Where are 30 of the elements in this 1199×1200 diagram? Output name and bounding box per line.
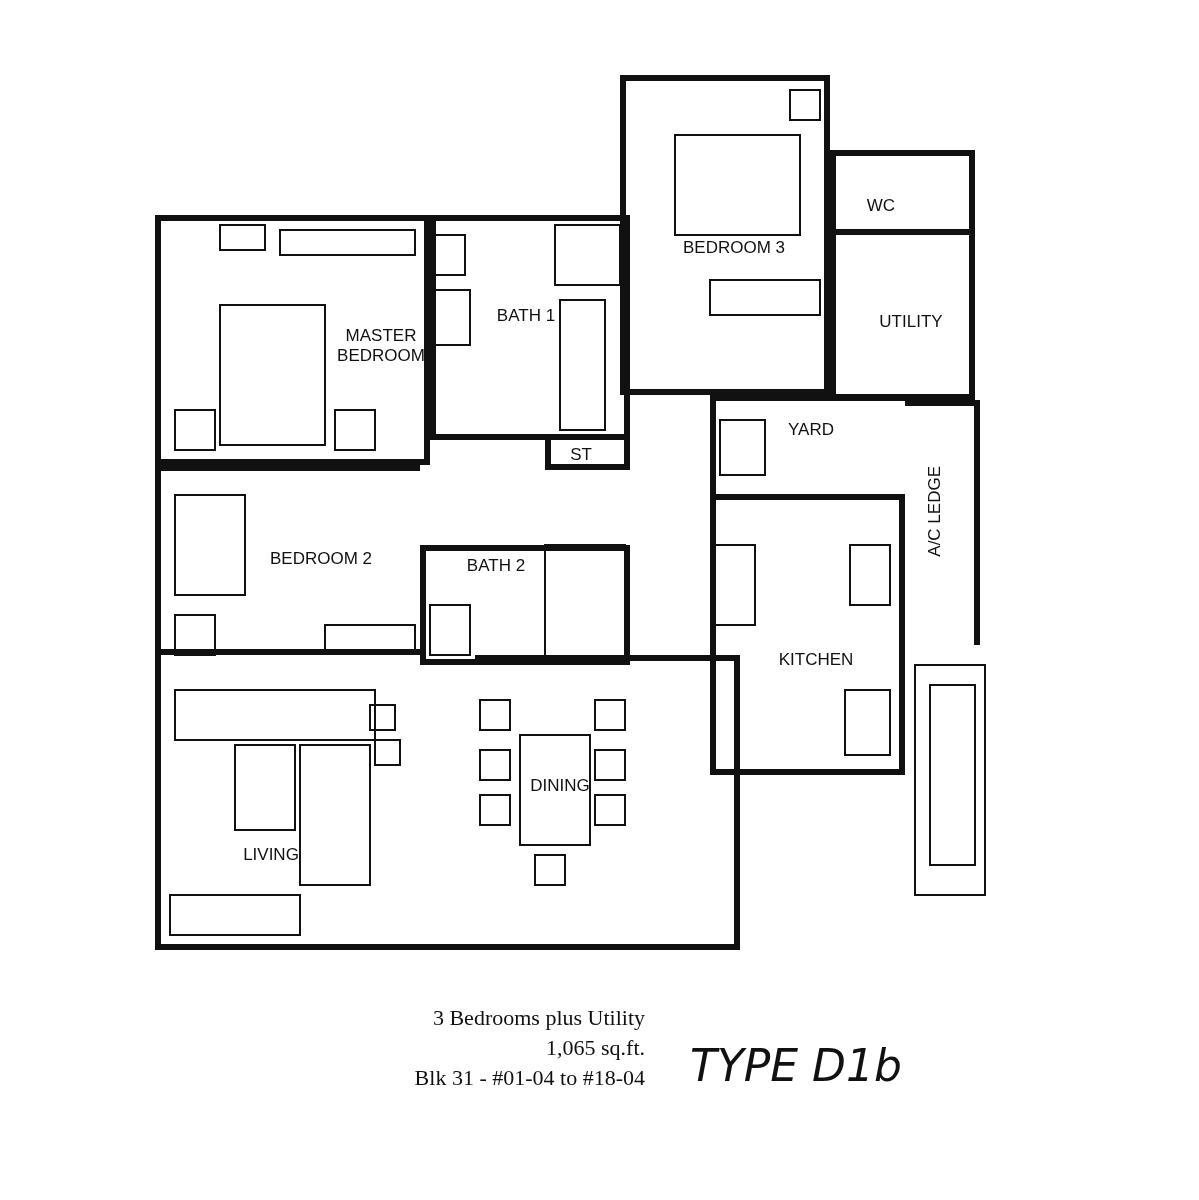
room-label: YARD: [787, 420, 835, 440]
room-outline: [420, 545, 630, 665]
room-label: KITCHEN: [777, 650, 855, 670]
room-outline: [830, 150, 975, 235]
room-label: BATH 1: [495, 306, 557, 326]
room-outline: [155, 465, 420, 655]
room-label: ST: [569, 445, 593, 465]
room-label: A/C LEDGE: [925, 466, 945, 557]
room-outline: [155, 655, 475, 950]
room-outline: [475, 655, 740, 950]
room-outline: [905, 400, 980, 645]
room-label: WC: [865, 196, 897, 216]
room-outline: [430, 215, 630, 440]
room-label: BEDROOM 3: [682, 238, 786, 258]
room-label: MASTER BEDROOM: [336, 326, 426, 366]
room-outline: [710, 395, 905, 500]
room-outline: [545, 440, 630, 470]
room-label: LIVING: [242, 845, 300, 865]
room-label: BEDROOM 2: [269, 549, 373, 569]
room-outline: [830, 235, 975, 400]
room-outline: [155, 215, 430, 465]
caption-line: Blk 31 - #01-04 to #18-04: [414, 1065, 645, 1091]
room-label: DINING: [529, 776, 591, 796]
unit-type-label: TYPE D1b: [690, 1040, 902, 1091]
room-outline: [620, 75, 830, 395]
room-outline: [710, 500, 905, 775]
caption-line: 3 Bedrooms plus Utility: [432, 1005, 645, 1031]
caption-line: 1,065 sq.ft.: [546, 1035, 645, 1061]
room-label: UTILITY: [878, 312, 944, 332]
room-label: BATH 2: [465, 556, 527, 576]
